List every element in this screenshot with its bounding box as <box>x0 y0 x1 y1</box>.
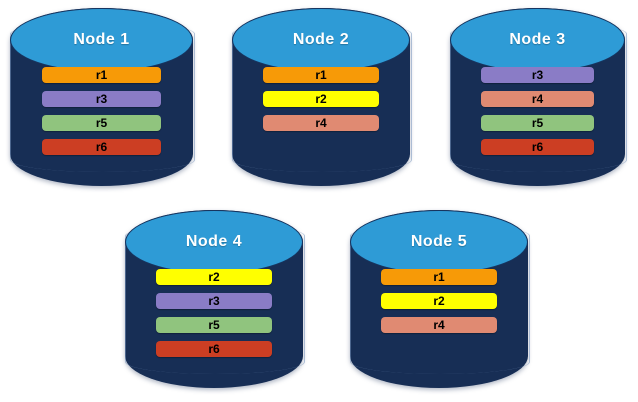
node-2-replica-list: r1 r2 r4 <box>263 66 379 131</box>
node-1-cylinder-top: Node 1 <box>10 8 193 73</box>
node-5[interactable]: Node 5 r1 r2 r4 <box>350 210 530 388</box>
node-3-cylinder-top: Node 3 <box>450 8 625 73</box>
replica-r2[interactable]: r2 <box>156 268 272 285</box>
replica-r2[interactable]: r2 <box>381 292 497 309</box>
replica-r1[interactable]: r1 <box>263 66 379 83</box>
replica-r4[interactable]: r4 <box>381 316 497 333</box>
replica-r3[interactable]: r3 <box>480 66 595 83</box>
node-4-label: Node 4 <box>185 233 243 251</box>
replica-r1[interactable]: r1 <box>42 66 161 83</box>
node-1-replica-list: r1 r3 r5 r6 <box>42 66 161 155</box>
node-3-replica-list: r3 r4 r5 r6 <box>480 66 595 155</box>
node-3[interactable]: Node 3 r3 r4 r5 r6 <box>450 8 627 186</box>
replica-r6[interactable]: r6 <box>480 138 595 155</box>
replica-r5[interactable]: r5 <box>480 114 595 131</box>
replica-r6[interactable]: r6 <box>156 340 272 357</box>
node-3-label: Node 3 <box>509 31 566 49</box>
node-4-cylinder-top: Node 4 <box>125 210 303 275</box>
replica-r4[interactable]: r4 <box>480 90 595 107</box>
replica-r4[interactable]: r4 <box>263 114 379 131</box>
replica-r2[interactable]: r2 <box>263 90 379 107</box>
replica-r6[interactable]: r6 <box>42 138 161 155</box>
replica-r1[interactable]: r1 <box>381 268 497 285</box>
replica-r3[interactable]: r3 <box>42 90 161 107</box>
node-4[interactable]: Node 4 r2 r3 r5 r6 <box>125 210 305 388</box>
node-4-replica-list: r2 r3 r5 r6 <box>156 268 272 357</box>
replica-r5[interactable]: r5 <box>42 114 161 131</box>
replica-r5[interactable]: r5 <box>156 316 272 333</box>
node-1[interactable]: Node 1 r1 r3 r5 r6 <box>10 8 195 186</box>
node-2[interactable]: Node 2 r1 r2 r4 <box>232 8 412 186</box>
node-5-replica-list: r1 r2 r4 <box>381 268 497 333</box>
replica-r3[interactable]: r3 <box>156 292 272 309</box>
node-2-label: Node 2 <box>292 31 350 49</box>
node-5-cylinder-top: Node 5 <box>350 210 528 275</box>
node-1-label: Node 1 <box>73 31 130 49</box>
node-2-cylinder-top: Node 2 <box>232 8 410 73</box>
node-5-label: Node 5 <box>410 233 468 251</box>
